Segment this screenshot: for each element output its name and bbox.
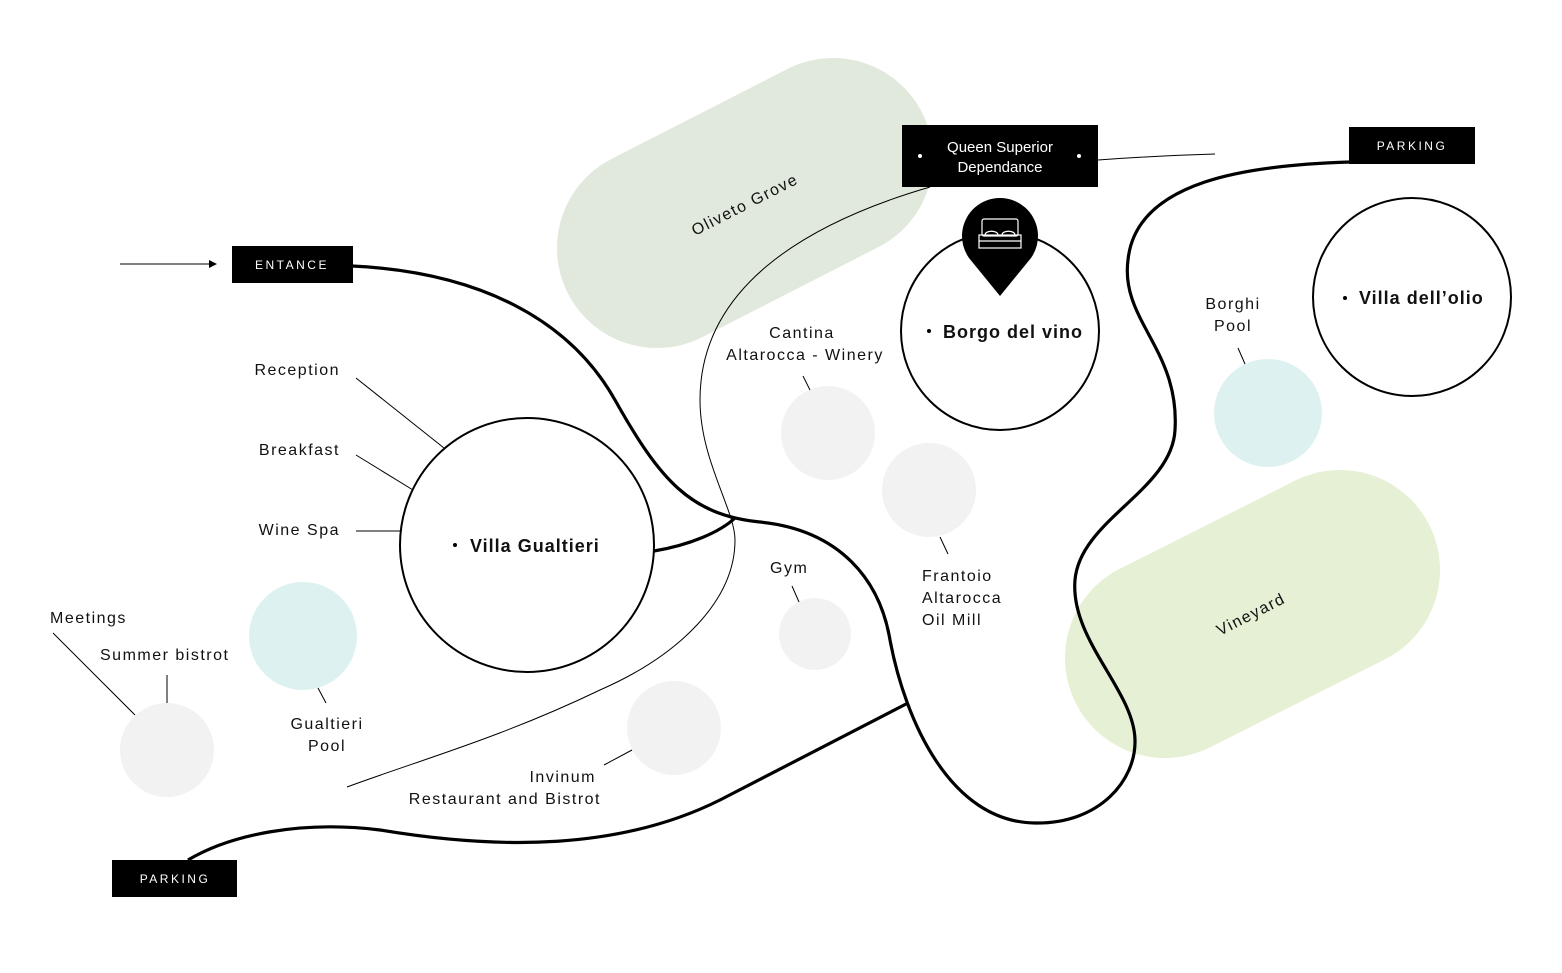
villa-gualtieri-label: Villa Gualtieri	[470, 536, 600, 556]
parking-top-sign[interactable]: PARKING	[1349, 127, 1475, 164]
meetings-bistrot[interactable]	[120, 703, 214, 797]
entrance-arrow-icon	[120, 260, 217, 268]
main-road	[351, 160, 1351, 825]
borgo-del-vino-label: Borgo del vino	[943, 322, 1083, 342]
leader-lines	[52, 347, 1246, 766]
villa-dell-olio[interactable]	[1312, 197, 1512, 397]
svg-text:PARKING: PARKING	[140, 872, 211, 886]
borghi-pool[interactable]	[1214, 359, 1322, 467]
wine-spa-label: Wine Spa	[259, 522, 340, 539]
villa-gualtieri[interactable]	[399, 417, 655, 673]
queen-superior-sign[interactable]: Queen Superior Dependance	[902, 125, 1098, 187]
svg-text:PARKING: PARKING	[1377, 139, 1448, 153]
oliveto-grove-zone[interactable]	[557, 58, 933, 348]
bullet-dot	[1343, 296, 1347, 300]
breakfast-label: Breakfast	[259, 442, 340, 459]
entrance-sign[interactable]: ENTANCE	[232, 246, 353, 283]
gym-label: Gym	[770, 560, 808, 577]
gualtieri-pool[interactable]	[249, 582, 357, 690]
south-road	[187, 701, 909, 862]
villa-gualtieri-driveway	[653, 516, 737, 553]
svg-text:Queen Superior: Queen Superior	[947, 139, 1053, 156]
parking-bottom-sign[interactable]: PARKING	[112, 860, 237, 897]
cantina-winery[interactable]	[781, 386, 875, 480]
vineyard-zone[interactable]	[1065, 470, 1440, 758]
bullet-dot	[453, 543, 457, 547]
villa-dell-olio-label: Villa dell’olio	[1359, 288, 1484, 308]
svg-text:Dependance: Dependance	[957, 159, 1042, 176]
gym[interactable]	[779, 598, 851, 670]
bullet-dot	[927, 329, 931, 333]
invinum-restaurant[interactable]	[627, 681, 721, 775]
bed-icon	[978, 218, 1022, 249]
summer-bistrot-label: Summer bistrot	[100, 647, 229, 664]
svg-text:ENTANCE: ENTANCE	[255, 258, 329, 272]
queen-connector	[1097, 153, 1216, 161]
bed-pin[interactable]	[962, 198, 1038, 296]
meetings-label: Meetings	[50, 610, 127, 627]
reception-label: Reception	[254, 362, 340, 379]
frantoio-oil-mill[interactable]	[882, 443, 976, 537]
footpath	[346, 186, 931, 788]
